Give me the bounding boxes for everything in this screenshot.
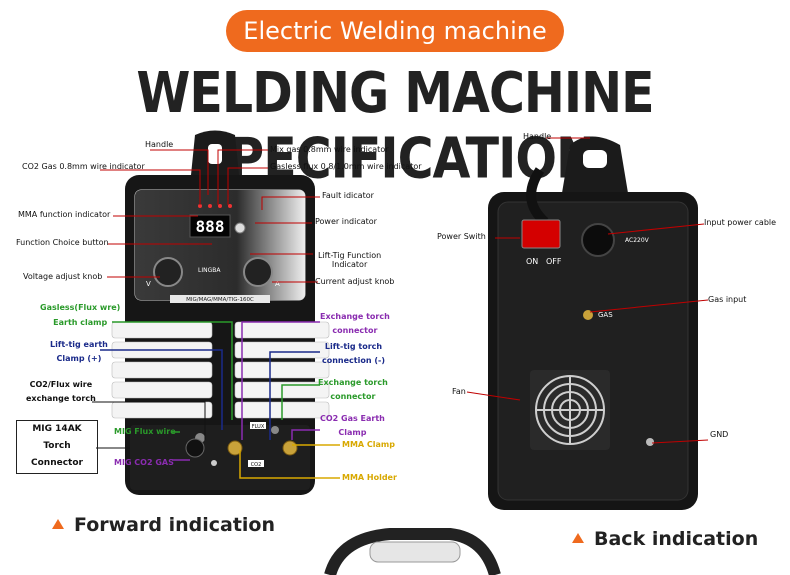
- lift-tig-indicator-label: Lift-Tig Function Indicator: [318, 251, 381, 269]
- mig-box-line3: Connector: [31, 458, 83, 468]
- lift-tig-torch-line2: connection (-): [322, 356, 385, 365]
- input-power-cable-label: Input power cable: [704, 218, 777, 227]
- flux-port-label: FLUX: [252, 424, 265, 430]
- fan-label: Fan: [452, 387, 466, 396]
- lift-tig-torch-label: Lift-tig torch connection (-): [322, 342, 385, 365]
- mma-holder-label: MMA Holder: [342, 473, 397, 482]
- co2-flux-line2: exchange torch: [26, 394, 96, 403]
- exchange-torch-connector-label: Exchange torch connector: [320, 312, 390, 335]
- front-machine-illustration: 888 V A LINGBA MIG/MAG/MMA/TIG-160C FLUX…: [111, 130, 330, 495]
- back-handle-label: Handle: [523, 132, 552, 141]
- display-digits: 888: [196, 217, 225, 236]
- power-switch-label: Power Swith: [437, 232, 486, 241]
- mig-torch-connector-box: MIG 14AK Torch Connector: [16, 420, 98, 474]
- exchange-torch-connector-2-label: Exchange torch connector: [318, 378, 388, 401]
- switch-off-label: OFF: [546, 257, 562, 266]
- co2-flux-line1: CO2/Flux wire: [29, 380, 93, 389]
- gasless-flux-indicator-label: Gasless flux 0.8/1.0mm wire indicator: [270, 162, 422, 171]
- co2-port-label: CO2: [251, 462, 262, 468]
- mma-clamp-label: MMA Clamp: [342, 440, 395, 449]
- knob-v-label: V: [146, 280, 151, 288]
- mma-indicator-label: MMA function indicator: [18, 210, 111, 219]
- ac-label: AC220V: [625, 237, 650, 244]
- forward-indication: Forward indication: [52, 514, 275, 536]
- title-pill: Electric Welding machine: [226, 10, 564, 52]
- gnd-label: GND: [710, 430, 729, 439]
- mig-box-line1: MIG 14AK: [32, 424, 82, 434]
- back-indication-text: Back indication: [594, 528, 759, 550]
- function-button-label: Function Choice button: [16, 238, 109, 247]
- triangle-icon: [52, 519, 64, 529]
- gas-input-label: Gas input: [708, 295, 747, 304]
- lift-tig-earth-label: Lift-tig earth Clamp (+): [50, 340, 108, 363]
- co2-earth-clamp-label: CO2 Gas Earth Clamp: [320, 414, 385, 437]
- gasless-earth-label: Gasless(Flux wre) Earth clamp: [40, 303, 120, 327]
- current-knob-label: Current adjust knob: [315, 277, 395, 286]
- partial-machine-image: [324, 528, 501, 575]
- exchange-torch-line1: Exchange torch: [320, 312, 390, 321]
- exchange-torch-line2: connector: [332, 326, 378, 335]
- exchange-torch-2-line1: Exchange torch: [318, 378, 388, 387]
- brand-label: LINGBA: [198, 267, 221, 274]
- power-indicator-label: Power indicator: [315, 217, 377, 226]
- mix-gas-indicator-label: Mix gas 0.8mm wire indicator: [270, 145, 389, 154]
- gasless-earth-line1: Gasless(Flux wre): [40, 303, 121, 312]
- back-machine-illustration: ON OFF AC220V GAS: [488, 136, 698, 510]
- triangle-icon: [572, 533, 584, 543]
- lift-tig-earth-line1: Lift-tig earth: [50, 340, 108, 349]
- forward-indication-text: Forward indication: [74, 514, 276, 536]
- model-label: MIG/MAG/MMA/TIG-160C: [186, 297, 254, 303]
- co2-wire-indicator-label: CO2 Gas 0.8mm wire indicator: [22, 162, 145, 171]
- gasless-earth-line2: Earth clamp: [53, 318, 108, 327]
- knob-a-label: A: [275, 280, 280, 288]
- switch-on-label: ON: [526, 257, 538, 266]
- back-indication: Back indication: [572, 528, 758, 550]
- lift-tig-earth-line2: Clamp (+): [56, 354, 102, 363]
- co2-earth-line2: Clamp: [338, 428, 367, 437]
- co2-flux-exchange-label: CO2/Flux wire exchange torch: [26, 380, 96, 403]
- fault-indicator-label: Fault idicator: [322, 191, 374, 200]
- exchange-torch-2-line2: connector: [330, 392, 376, 401]
- front-handle-label: Handle: [145, 140, 174, 149]
- mig-co2-gas-label: MIG CO2 GAS: [114, 458, 174, 467]
- co2-earth-line1: CO2 Gas Earth: [320, 414, 385, 423]
- page-headline: WELDING MACHINE SPECIFICATION: [136, 60, 654, 192]
- lift-tig-torch-line1: Lift-tig torch: [324, 342, 383, 351]
- lift-tig-indicator-line1: Lift-Tig Function: [318, 251, 382, 260]
- gas-label: GAS: [598, 311, 613, 319]
- lift-tig-indicator-line2: Indicator: [331, 260, 368, 269]
- mig-box-line2: Torch: [43, 441, 71, 451]
- voltage-knob-label: Voltage adjust knob: [23, 272, 103, 281]
- mig-flux-wire-label: MIG Flux wire: [114, 427, 176, 436]
